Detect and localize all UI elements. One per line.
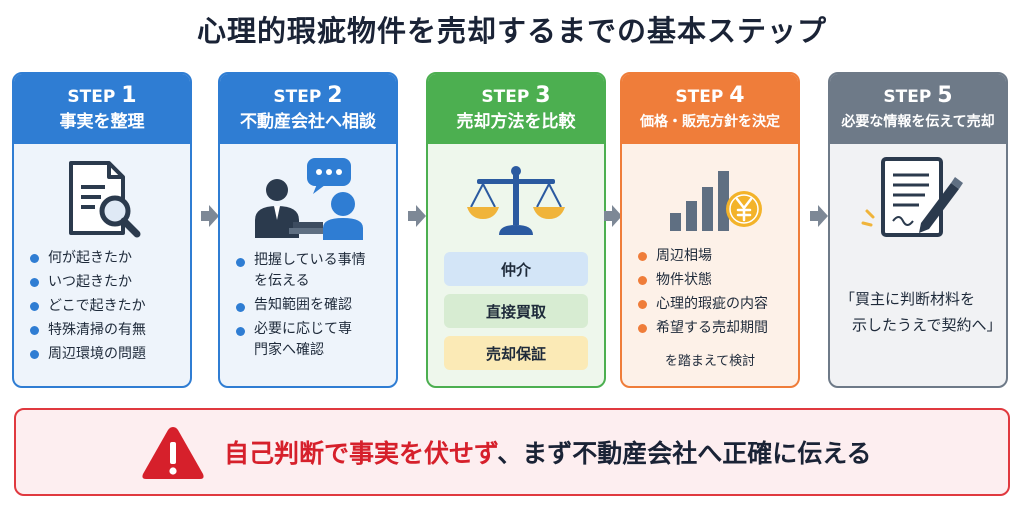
step-4-note: を踏まえて検討 [664, 354, 756, 369]
warning-banner: 自己判断で事実を伏せず、まず不動産会社へ正確に伝える [14, 408, 1010, 496]
step-4-card: STEP 4 価格・販売方針を決定 周辺相場 物件状態 心理的瑕疵の内容 希望す… [620, 72, 800, 388]
step-1-card: STEP 1 事実を整理 何が起きたか いつ起きたか どこで起きたか 特殊清掃の… [12, 72, 192, 388]
document-search-icon [14, 154, 190, 244]
list-item: 特殊清掃の有無 [28, 318, 184, 342]
step-2-title: 不動産会社へ相談 [240, 111, 376, 132]
method-sale-guarantee: 売却保証 [444, 336, 588, 370]
list-item: 周辺相場 [636, 244, 792, 268]
warning-text: 自己判断で事実を伏せず、まず不動産会社へ正確に伝える [224, 439, 872, 468]
step-1-header: STEP 1 事実を整理 [14, 74, 190, 144]
step-2-header: STEP 2 不動産会社へ相談 [220, 74, 396, 144]
list-item: 希望する売却期間 [636, 316, 792, 340]
step-5-label: STEP 5 [883, 82, 953, 108]
arrow-right-icon [408, 205, 426, 227]
step-5-header: STEP 5 必要な情報を伝えて売却 [830, 74, 1006, 144]
list-item: どこで起きたか [28, 294, 184, 318]
arrow-right-icon [810, 205, 828, 227]
list-item: いつ起きたか [28, 270, 184, 294]
list-item: 何が起きたか [28, 246, 184, 270]
step-3-title: 売却方法を比較 [456, 111, 576, 132]
step-5-title: 必要な情報を伝えて売却 [841, 113, 995, 130]
step-5-card: STEP 5 必要な情報を伝えて売却 「買主に判断材料を 示したうえで契約へ」 [828, 72, 1008, 388]
arrow-right-icon [604, 205, 622, 227]
step-1-bullets: 何が起きたか いつ起きたか どこで起きたか 特殊清掃の有無 周辺環境の問題 [28, 246, 184, 366]
step-1-label: STEP 1 [67, 82, 137, 108]
step-4-title: 価格・販売方針を決定 [640, 113, 780, 130]
step-1-title: 事実を整理 [59, 111, 145, 132]
scale-icon [428, 154, 604, 244]
consultation-icon [220, 154, 396, 244]
method-brokerage: 仲介 [444, 252, 588, 286]
list-item: 必要に応じて専門家へ確認 [234, 319, 362, 361]
contract-sign-icon [830, 154, 1006, 244]
list-item: 物件状態 [636, 268, 792, 292]
method-direct-purchase: 直接買取 [444, 294, 588, 328]
step-4-header: STEP 4 価格・販売方針を決定 [622, 74, 798, 144]
arrow-right-icon [201, 205, 219, 227]
step-2-label: STEP 2 [273, 82, 343, 108]
step-4-label: STEP 4 [675, 82, 745, 108]
step-2-bullets: 把握している事情を伝える 告知範囲を確認 必要に応じて専門家へ確認 [234, 250, 390, 364]
step-2-card: STEP 2 不動産会社へ相談 把握している事情を伝える 告知範囲を確認 必要に… [218, 72, 398, 388]
list-item: 心理的瑕疵の内容 [636, 292, 792, 316]
list-item: 周辺環境の問題 [28, 342, 184, 366]
list-item: 把握している事情を伝える [234, 250, 374, 292]
step-4-bullets: 周辺相場 物件状態 心理的瑕疵の内容 希望する売却期間 [636, 244, 792, 340]
warning-triangle-icon [142, 427, 204, 479]
page-title: 心理的瑕疵物件を売却するまでの基本ステップ [196, 14, 827, 48]
step-3-label: STEP 3 [481, 82, 551, 108]
list-item: 告知範囲を確認 [234, 295, 390, 316]
step-3-card: STEP 3 売却方法を比較 仲介 直接買取 売却保証 [426, 72, 606, 388]
step-5-quote: 「買主に判断材料を 示したうえで契約へ」 [840, 290, 1002, 334]
step-3-header: STEP 3 売却方法を比較 [428, 74, 604, 144]
price-chart-yen-icon [622, 154, 798, 244]
